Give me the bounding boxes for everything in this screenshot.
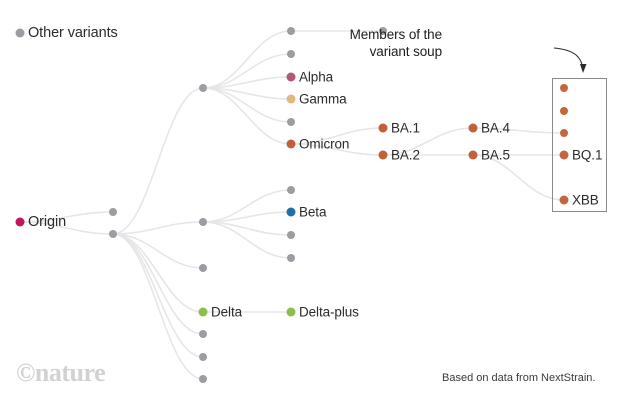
tree-node-t3[interactable] — [379, 27, 387, 35]
tree-node-delta-plus[interactable] — [286, 307, 296, 317]
tree-node-label-ba1: BA.1 — [391, 120, 420, 136]
annotation-arrow — [553, 47, 587, 73]
tree-node-legend-other[interactable] — [15, 28, 25, 38]
tree-node-label-delta: Delta — [211, 304, 243, 320]
variant-soup-box — [552, 78, 607, 212]
nature-logo: ©nature — [16, 358, 106, 387]
tree-node-label-bq1: BQ.1 — [572, 147, 603, 163]
tree-node-ba1[interactable] — [378, 123, 388, 133]
tree-node-g4[interactable] — [287, 254, 295, 262]
tree-node-alpha[interactable] — [286, 72, 296, 82]
variant-soup-annotation: Members of the variant soup — [349, 27, 442, 59]
tree-node-soup2[interactable] — [560, 107, 568, 115]
tree-node-u-hub[interactable] — [199, 84, 207, 92]
tree-node-xbb[interactable] — [559, 195, 569, 205]
tree-node-label-beta: Beta — [299, 204, 327, 220]
tree-node-label-omicron: Omicron — [299, 136, 350, 152]
tree-node-m-hub[interactable] — [199, 218, 207, 226]
tree-node-soup3[interactable] — [560, 129, 568, 137]
tree-node-origin[interactable] — [15, 217, 25, 227]
tree-node-label-gamma: Gamma — [299, 91, 347, 107]
tree-node-label-legend-other: Other variants — [28, 25, 118, 41]
tree-node-beta[interactable] — [286, 207, 296, 217]
source-credit: Based on data from NextStrain. — [442, 372, 596, 384]
tree-node-ba2[interactable] — [378, 150, 388, 160]
tree-node-d2[interactable] — [199, 353, 207, 361]
tree-node-g2[interactable] — [287, 186, 295, 194]
tree-node-label-origin: Origin — [28, 214, 67, 230]
tree-node-t2[interactable] — [287, 50, 295, 58]
tree-node-h2[interactable] — [109, 230, 117, 238]
tree-node-label-alpha: Alpha — [299, 69, 334, 85]
tree-node-d1[interactable] — [199, 330, 207, 338]
tree-node-ba5[interactable] — [468, 150, 478, 160]
tree-node-delta[interactable] — [198, 307, 208, 317]
tree-node-gamma[interactable] — [286, 94, 296, 104]
tree-node-h1[interactable] — [109, 208, 117, 216]
tree-node-bq1[interactable] — [559, 150, 569, 160]
tree-node-omicron[interactable] — [286, 139, 296, 149]
tree-node-t1[interactable] — [287, 27, 295, 35]
tree-node-m-node2[interactable] — [199, 264, 207, 272]
tree-node-label-xbb: XBB — [572, 192, 599, 208]
tree-node-label-ba5: BA.5 — [481, 147, 510, 163]
tree-node-d3[interactable] — [199, 375, 207, 383]
tree-node-g1[interactable] — [287, 118, 295, 126]
tree-node-label-ba2: BA.2 — [391, 147, 420, 163]
tree-node-label-ba4: BA.4 — [481, 120, 510, 136]
tree-node-ba4[interactable] — [468, 123, 478, 133]
tree-node-g3[interactable] — [287, 231, 295, 239]
tree-node-label-delta-plus: Delta-plus — [299, 304, 359, 320]
tree-node-soup1[interactable] — [560, 84, 568, 92]
